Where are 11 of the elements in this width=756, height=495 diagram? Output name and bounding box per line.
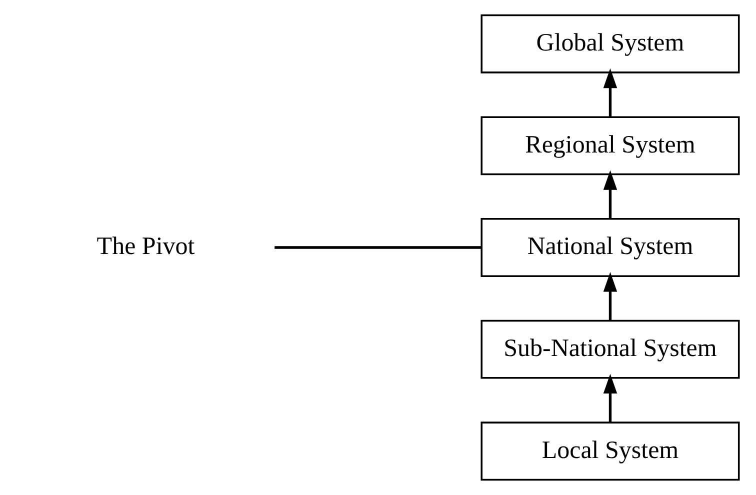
connector <box>274 246 482 249</box>
arrow <box>603 68 618 118</box>
arrow <box>603 374 618 423</box>
node-box: Regional System <box>480 116 740 176</box>
arrow <box>603 272 618 321</box>
node-box: Sub-National System <box>480 320 740 379</box>
node-box: National System <box>480 218 740 277</box>
node-text: The Pivot <box>96 233 195 260</box>
node-box: Global System <box>480 14 740 74</box>
node-box: Local System <box>480 422 740 481</box>
arrow <box>603 170 618 219</box>
